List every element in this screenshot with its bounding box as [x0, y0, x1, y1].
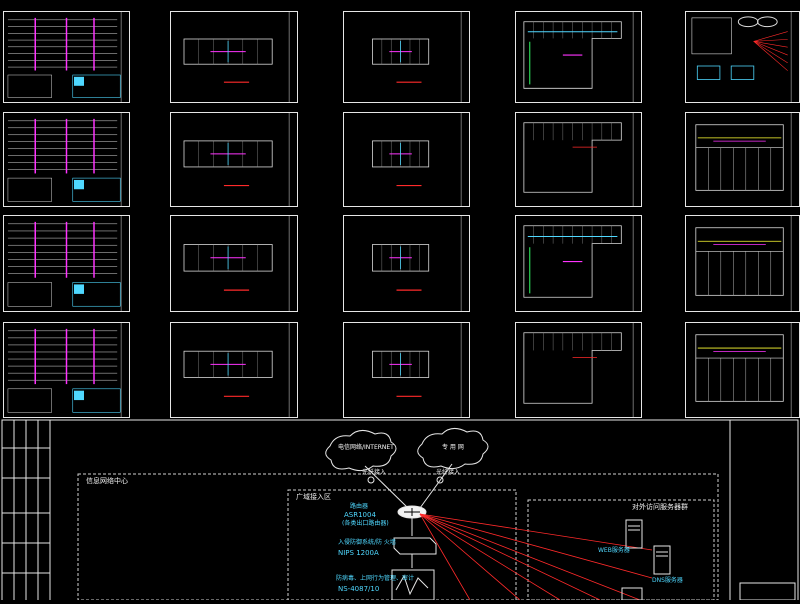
drawing-sheet-3[interactable]	[343, 11, 470, 103]
drawing-sheet-10[interactable]	[685, 112, 800, 207]
right-link-label: 光纤接入	[436, 469, 461, 476]
dns-server-label: DNS服务器	[652, 577, 683, 584]
web-server-icon	[625, 519, 643, 549]
drawing-sheet-17[interactable]	[170, 322, 298, 418]
drawing-sheet-2[interactable]	[170, 11, 298, 103]
drawing-sheet-14[interactable]	[515, 215, 642, 312]
drawing-sheet-19[interactable]	[515, 322, 642, 418]
internet-cloud	[325, 430, 397, 472]
drawing-sheet-20[interactable]	[685, 322, 800, 418]
private-cloud-label: 专 用 网	[442, 444, 464, 451]
dns-server-icon	[653, 545, 671, 575]
router-label: 路由器	[350, 503, 369, 510]
drawing-sheet-12[interactable]	[170, 215, 298, 312]
firewall-icon	[393, 537, 437, 555]
drawing-sheet-8[interactable]	[343, 112, 470, 207]
drawing-sheet-5[interactable]	[685, 11, 800, 103]
router-note: (各类出口路由器)	[342, 520, 389, 527]
left-link-label: 光纤接入	[362, 469, 387, 476]
private-network-cloud	[417, 428, 489, 470]
drawing-sheet-9[interactable]	[515, 112, 642, 207]
drawing-sheet-15[interactable]	[685, 215, 800, 312]
drawing-sheet-6[interactable]	[3, 112, 130, 207]
network-topology-sheet: 电信网络/INTERNET 专 用 网 光纤接入 光纤接入 信息网络中心 广域接…	[0, 418, 800, 603]
drawing-sheet-18[interactable]	[343, 322, 470, 418]
firewall-label: 入侵防御系统/防 火墙	[338, 539, 396, 546]
drawing-sheet-4[interactable]	[515, 11, 642, 103]
web-server-label: WEB服务器	[598, 547, 630, 554]
center-label: 信息网络中心	[86, 477, 128, 485]
internet-cloud-label: 电信网络/INTERNET	[338, 444, 394, 451]
drawing-sheet-16[interactable]	[3, 322, 130, 418]
security-label: 防病毒、上网行为管理、审计	[336, 575, 415, 582]
router-model: ASR1004	[344, 511, 376, 519]
drawing-sheet-13[interactable]	[343, 215, 470, 312]
drawing-sheet-11[interactable]	[3, 215, 130, 312]
firewall-model: NIPS 1200A	[338, 549, 379, 557]
drawing-sheet-7[interactable]	[170, 112, 298, 207]
drawing-sheet-1[interactable]	[3, 11, 130, 103]
server-zone-label: 对外访问服务器群	[632, 503, 688, 511]
wan-zone-label: 广域接入区	[296, 493, 331, 501]
security-model: NS-4087/10	[338, 585, 380, 593]
